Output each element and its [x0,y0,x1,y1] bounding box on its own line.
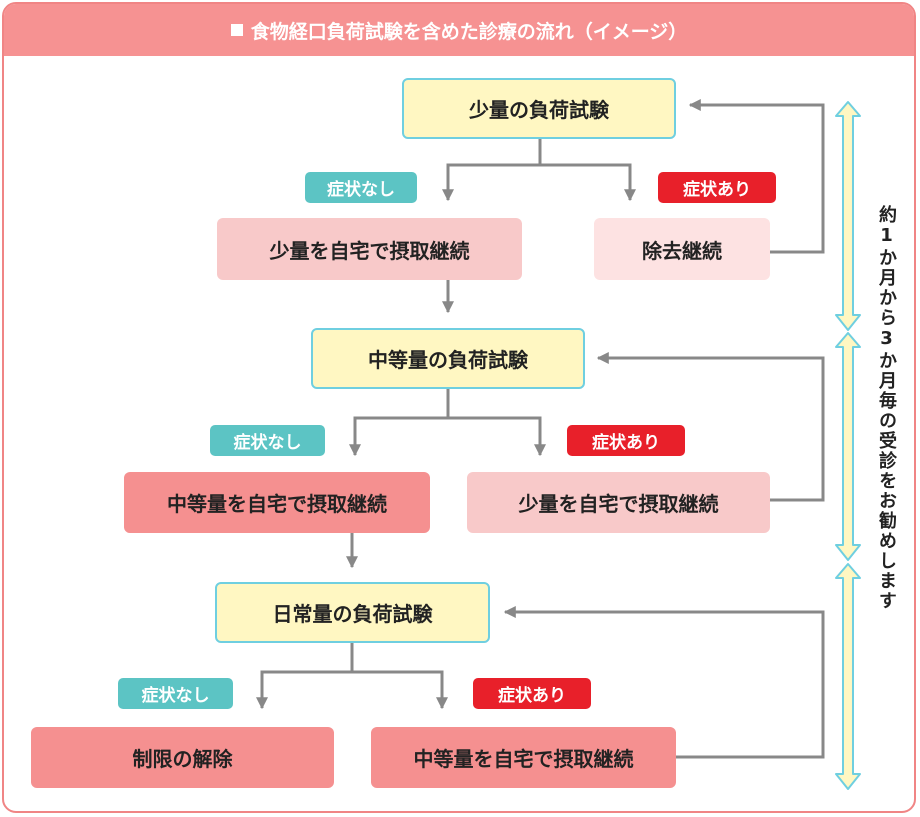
medium-home-intake-box: 中等量を自宅で摂取継続 [124,472,430,533]
page-title-bar: 食物経口負荷試験を含めた診療の流れ（イメージ） [4,4,914,56]
connector-line [349,389,450,457]
double-arrow-icon [835,101,861,331]
daily-load-test-box: 日常量の負荷試験 [215,582,490,643]
connector-line [540,163,636,202]
page-title: 食物経口負荷試験を含めた診療の流れ（イメージ） [250,20,688,43]
feedback-line [503,606,825,759]
feedback-line [596,352,825,502]
medium-load-test-box: 中等量の負荷試験 [311,328,585,389]
double-arrow-icon [835,563,861,790]
connector-line [442,139,542,202]
connector-line [256,643,354,710]
small-home-intake-box: 少量を自宅で摂取継続 [217,218,522,280]
no-symptom-tag: 症状なし [305,172,417,203]
small-load-test-box: 少量の負荷試験 [402,78,676,139]
symptom-tag: 症状あり [567,425,685,456]
double-arrow-icon [835,332,861,561]
square-bullet-icon [230,24,243,36]
connector-line [448,416,546,457]
feedback-line [688,99,825,254]
medium-home-intake-box-2: 中等量を自宅で摂取継続 [371,727,676,788]
symptom-tag: 症状あり [658,172,776,203]
connector-line [352,670,448,710]
no-symptom-tag: 症状なし [118,678,233,709]
continue-removal-box: 除去継続 [594,218,770,280]
symptom-tag: 症状あり [473,678,591,709]
no-symptom-tag: 症状なし [210,425,325,456]
restriction-release-box: 制限の解除 [31,727,334,788]
small-home-intake-box-2: 少量を自宅で摂取継続 [467,472,770,533]
visit-interval-note: 約1か月から3か月毎の受診をお勧めします [876,205,897,611]
